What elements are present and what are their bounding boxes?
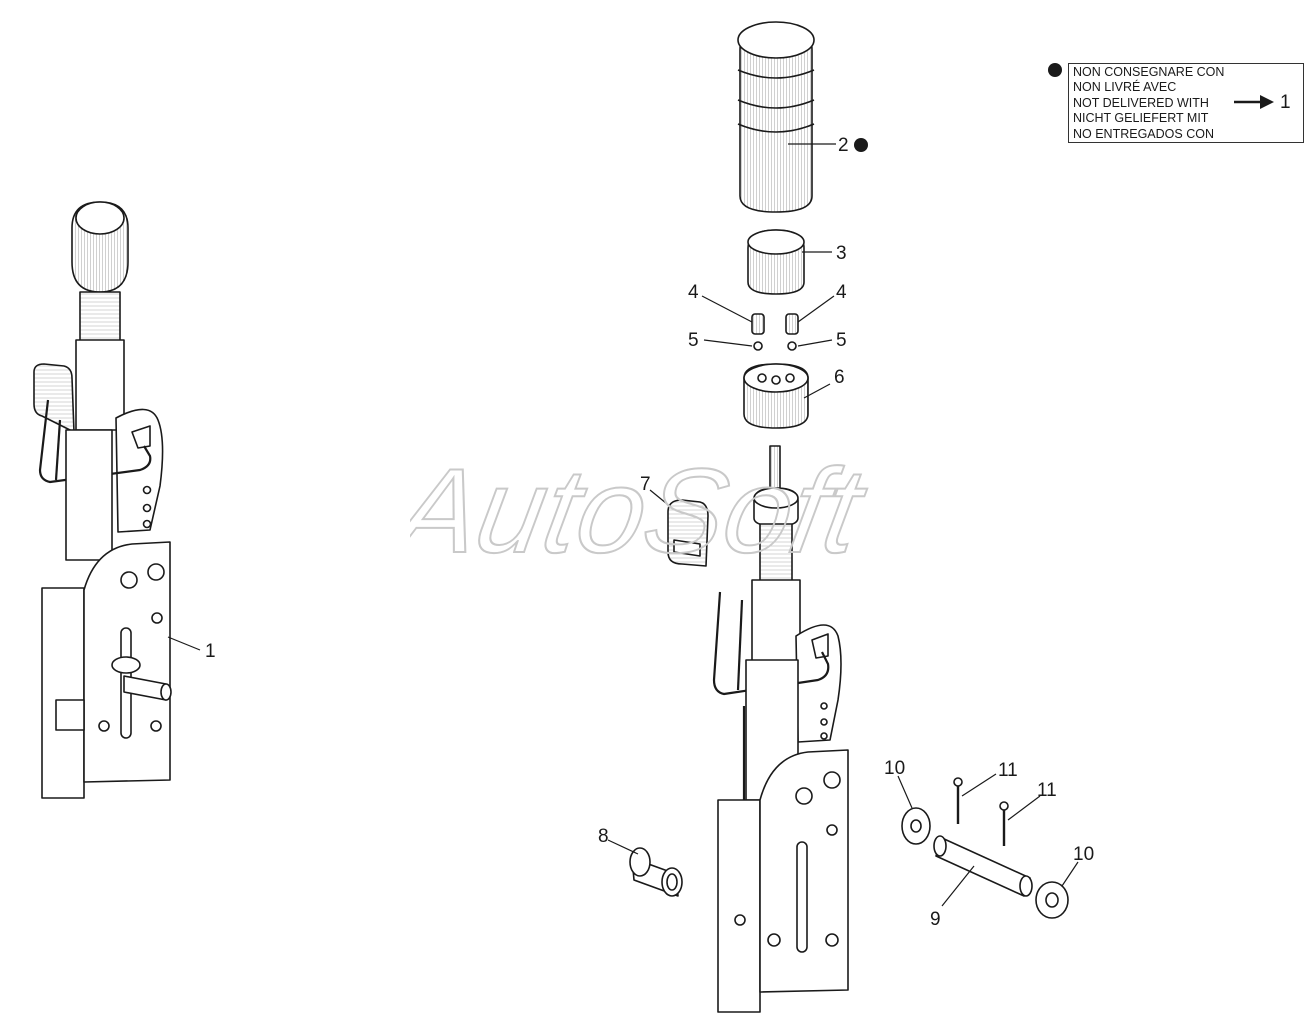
- grub-screw-part-4: [701, 295, 835, 335]
- callout-4-right: 4: [836, 282, 847, 303]
- column-body-exploded: [712, 445, 849, 1013]
- arrow-right-icon: [1234, 95, 1274, 109]
- cap-part-3: [747, 229, 832, 295]
- callout-numbers: 1 2 3 4 4 5 5 6 7 8 9 10 10 11 11: [205, 135, 1094, 930]
- callout-8: 8: [598, 826, 609, 847]
- not-delivered-marker: [854, 138, 868, 152]
- ball-part-5: [703, 339, 833, 351]
- cotter-pin-part-11: [953, 773, 1041, 846]
- legend-line-es: NO ENTREGADOS CON: [1073, 127, 1214, 141]
- callout-10-upper: 10: [884, 758, 905, 779]
- legend-line-en: NOT DELIVERED WITH: [1073, 96, 1209, 110]
- pin-part-9: [933, 835, 1033, 907]
- callout-9: 9: [930, 909, 941, 930]
- callout-7: 7: [640, 474, 651, 495]
- washer-part-10: [897, 775, 1079, 919]
- lever-part-7: [649, 489, 709, 567]
- callout-4-left: 4: [688, 282, 699, 303]
- legend-line-it: NON CONSEGNARE CON: [1073, 65, 1225, 79]
- callout-3: 3: [836, 243, 847, 264]
- legend-marker-dot: [1048, 63, 1062, 77]
- callout-5-left: 5: [688, 330, 699, 351]
- knurled-nut-part-6: [743, 363, 831, 429]
- callout-11-lower: 11: [1037, 780, 1057, 801]
- callout-5-right: 5: [836, 330, 847, 351]
- callout-10-lower: 10: [1073, 844, 1094, 865]
- assembled-support-drawing: [33, 201, 201, 799]
- callout-1: 1: [205, 641, 216, 662]
- legend-line-de: NICHT GELIEFERT MIT: [1073, 111, 1209, 125]
- callout-11-upper: 11: [998, 760, 1018, 781]
- callout-2: 2: [838, 135, 849, 156]
- legend-reference-number: 1: [1280, 92, 1291, 113]
- bushing-part-8: [607, 839, 683, 897]
- grip-part-2: [737, 21, 836, 213]
- legend-line-fr: NON LIVRÉ AVEC: [1073, 80, 1177, 94]
- callout-6: 6: [834, 367, 845, 388]
